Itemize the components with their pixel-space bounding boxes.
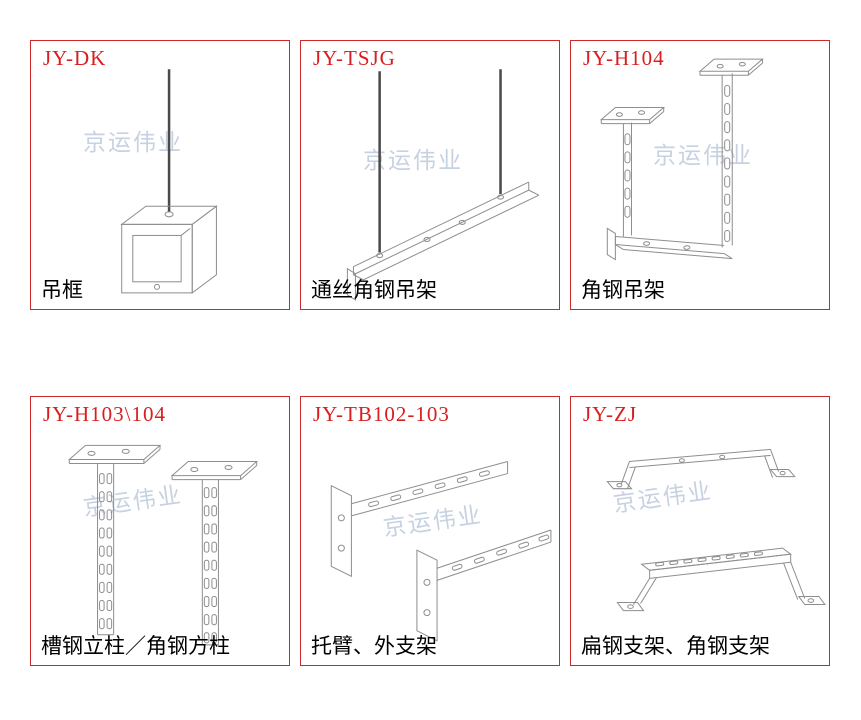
product-cell-jy-h104: JY-H104 京运伟业 xyxy=(570,40,830,310)
product-caption: 吊框 xyxy=(41,278,83,302)
product-code: JY-H103\104 xyxy=(43,402,167,426)
product-caption: 槽钢立柱／角钢方柱 xyxy=(41,634,230,658)
product-caption: 托臂、外支架 xyxy=(311,634,437,658)
angle-steel-hanger-drawing xyxy=(599,58,764,261)
product-cell-jy-zj: JY-ZJ 京运伟业 xyxy=(570,396,830,666)
flat-steel-brackets-drawing xyxy=(606,448,826,612)
watermark-text: 京运伟业 xyxy=(83,130,183,156)
cantilever-arms-drawing xyxy=(330,460,552,642)
product-code: JY-DK xyxy=(43,46,107,70)
product-caption: 角钢吊架 xyxy=(581,278,665,302)
threaded-rod-hanger-drawing xyxy=(346,69,540,301)
product-cell-jy-dk: JY-DK 京运伟业 吊框 xyxy=(30,40,290,310)
watermark-text: 京运伟业 xyxy=(653,143,753,169)
hanging-frame-drawing xyxy=(120,69,218,294)
product-code: JY-TSJG xyxy=(313,46,396,70)
channel-columns-drawing xyxy=(67,444,259,646)
product-cell-jy-tsjg: JY-TSJG 京运伟业 通丝角钢吊架 xyxy=(300,40,560,310)
product-cell-jy-tb102-103: JY-TB102-103 京运伟业 xyxy=(300,396,560,666)
product-cell-jy-h103-104: JY-H103\104 京运伟业 xyxy=(30,396,290,666)
product-code: JY-H104 xyxy=(583,46,665,70)
product-caption: 扁钢支架、角钢支架 xyxy=(581,634,770,658)
product-code: JY-TB102-103 xyxy=(313,402,450,426)
product-caption: 通丝角钢吊架 xyxy=(311,278,437,302)
product-code: JY-ZJ xyxy=(583,402,638,426)
